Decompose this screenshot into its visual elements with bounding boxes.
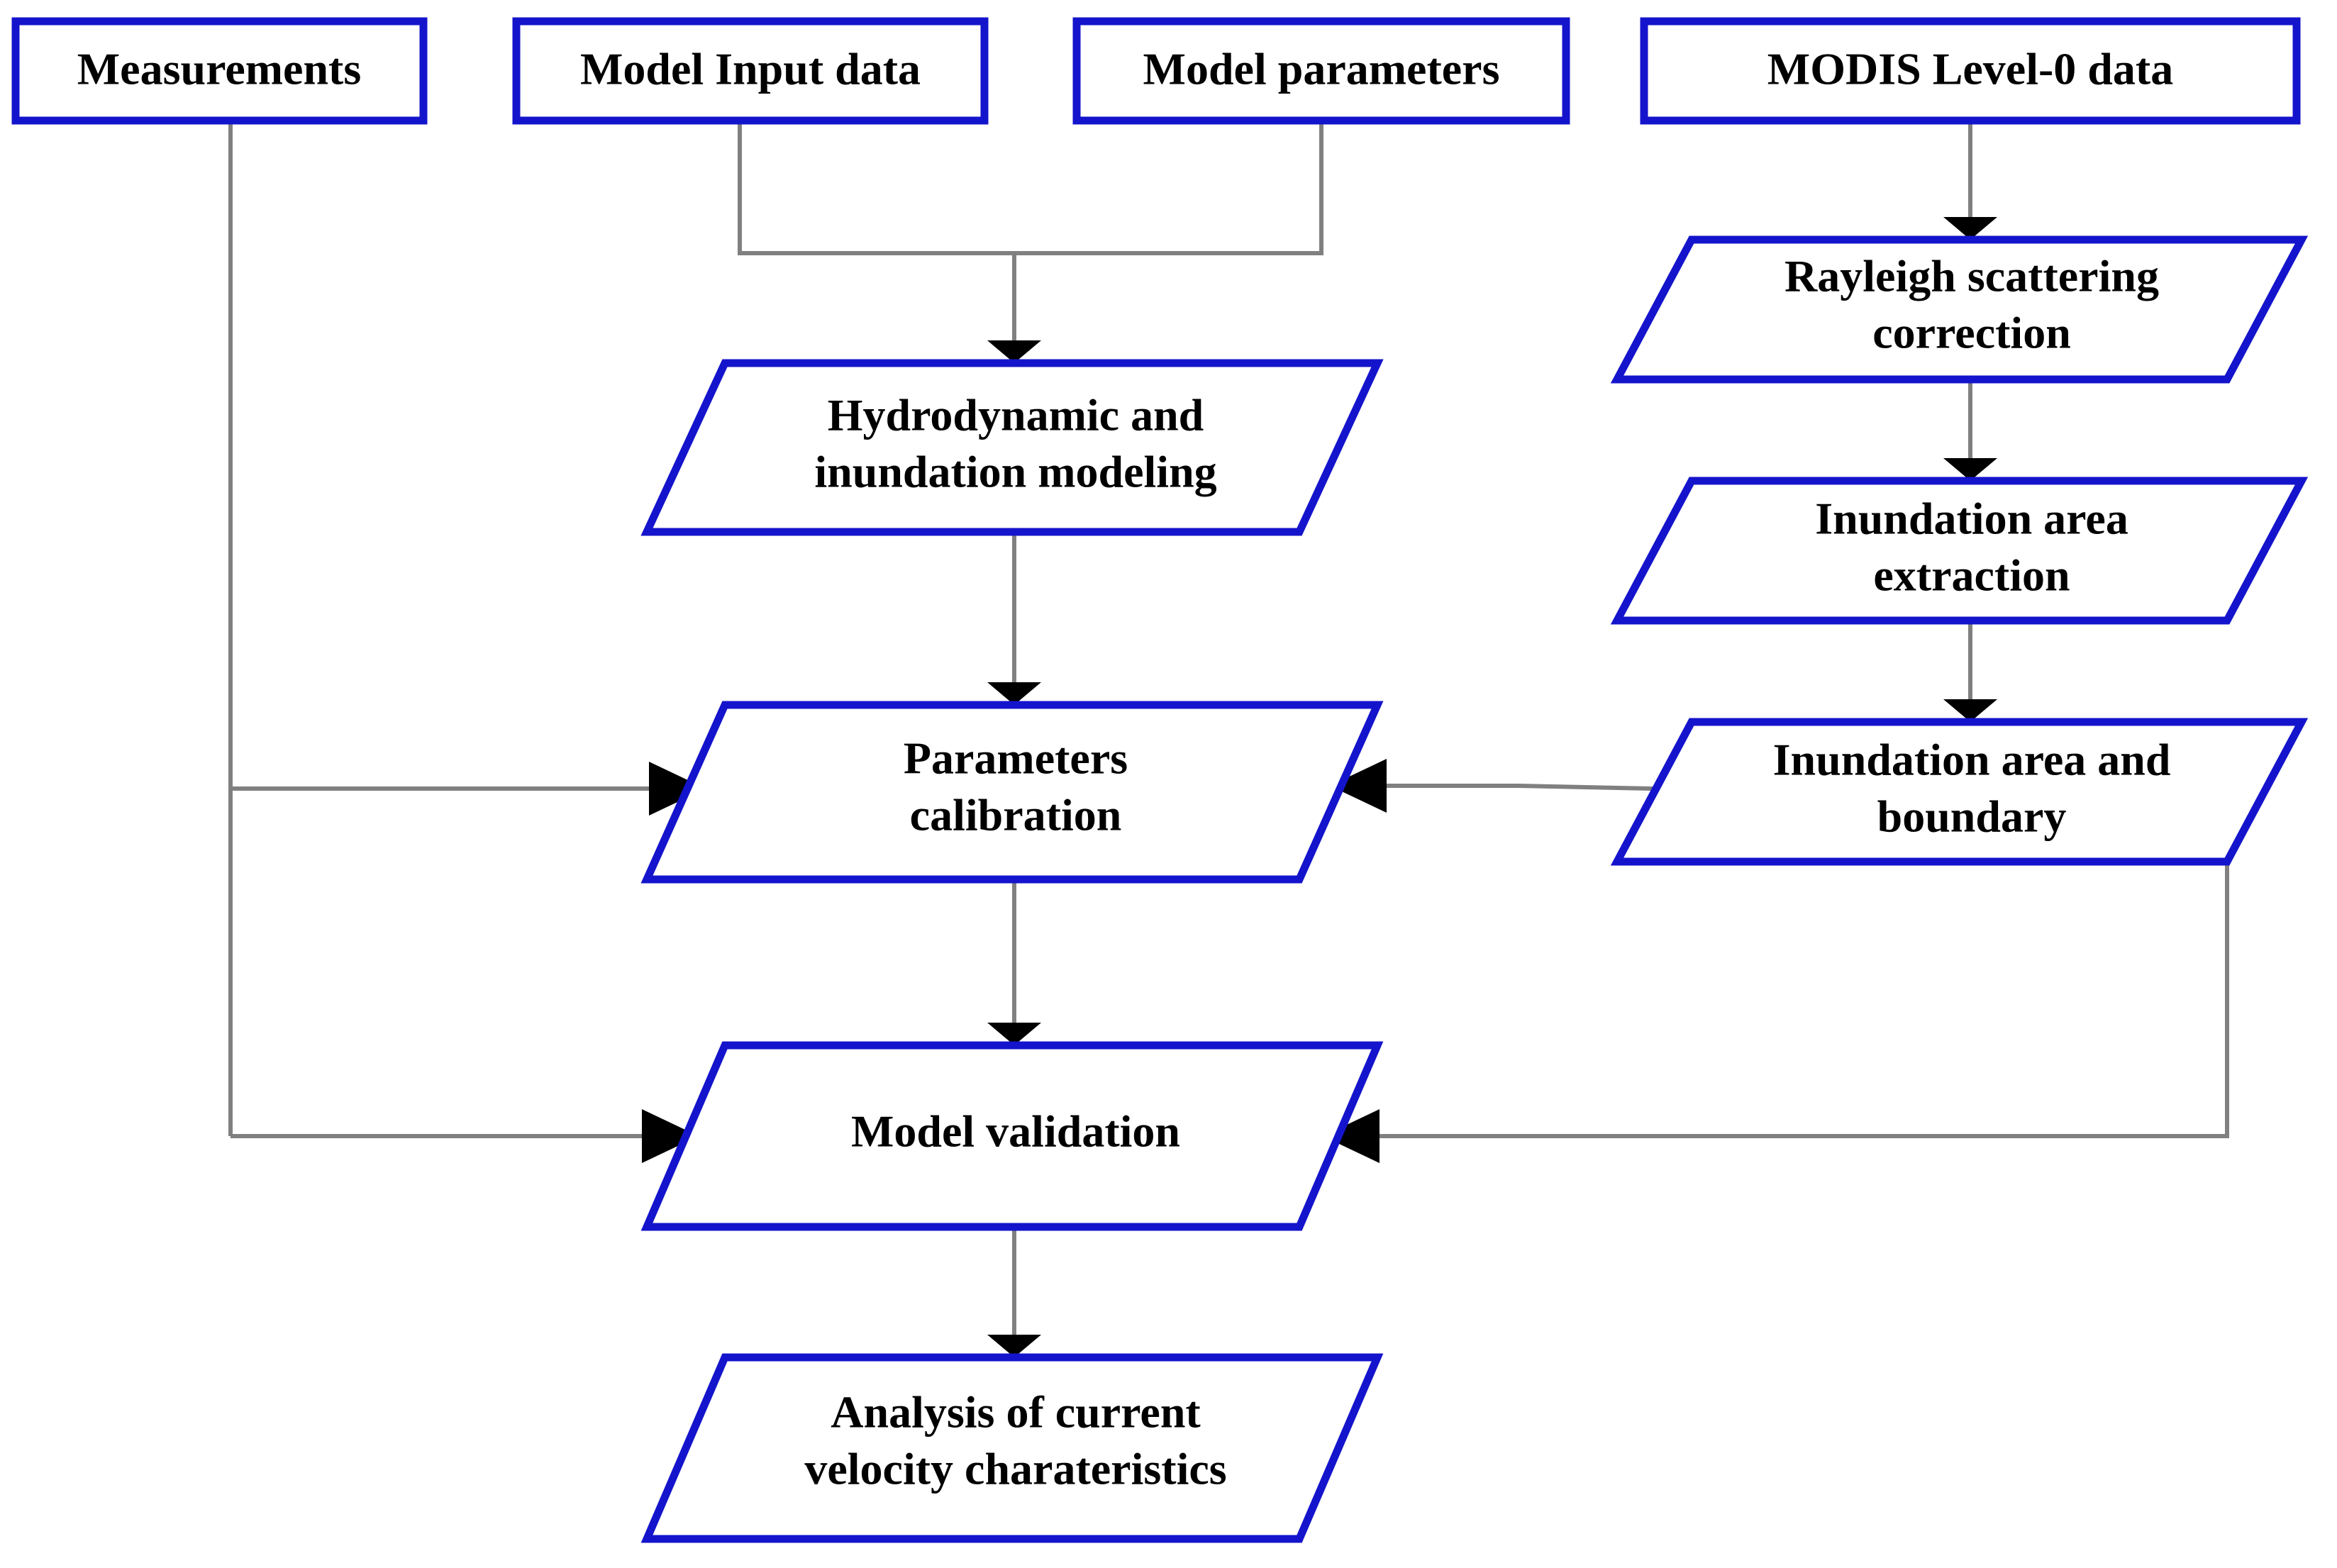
measurements-label: Measurements bbox=[77, 44, 362, 94]
modis-level0-data-label: MODIS Level-0 data bbox=[1767, 44, 2173, 94]
arrowhead-hydrodynamic-to-calibration bbox=[987, 682, 1041, 705]
inundation-area-extraction-label-line1: Inundation area bbox=[1815, 494, 2128, 544]
connector-layer bbox=[228, 121, 2229, 1357]
arrowhead-calibration-to-validation bbox=[987, 1023, 1041, 1045]
inundation-area-extraction-shape bbox=[1610, 477, 2309, 625]
parameters-calibration-shape bbox=[640, 701, 1384, 884]
node-rayleigh-scattering-correction[interactable]: Rayleigh scattering correction bbox=[1610, 235, 2309, 384]
arrowhead-validation-to-analysis bbox=[987, 1335, 1041, 1357]
arrowhead-merge-to-hydrodynamic bbox=[987, 340, 1041, 363]
hydrodynamic-inundation-modeling-label-line2: inundation modeling bbox=[814, 447, 1216, 497]
node-modis-level0-data[interactable]: MODIS Level-0 data bbox=[1640, 17, 2301, 125]
inundation-area-boundary-label-line2: boundary bbox=[1877, 791, 2067, 842]
node-analysis-current-velocity[interactable]: Analysis of current velocity charaterist… bbox=[640, 1353, 1384, 1543]
node-model-validation[interactable]: Model validation bbox=[640, 1041, 1384, 1231]
model-parameters-label: Model parameters bbox=[1143, 44, 1500, 94]
arrowhead-extraction-to-boundary bbox=[1943, 699, 1997, 722]
model-input-data-shape bbox=[512, 17, 989, 125]
inundation-area-boundary-shape bbox=[1610, 718, 2309, 866]
model-input-data-label: Model Input data bbox=[580, 44, 921, 94]
rayleigh-scattering-correction-label-line2: correction bbox=[1872, 308, 2071, 358]
rayleigh-scattering-correction-label-line1: Rayleigh scattering bbox=[1784, 251, 2159, 301]
measurements-shape bbox=[11, 17, 428, 125]
node-inundation-area-boundary[interactable]: Inundation area and boundary bbox=[1610, 718, 2309, 866]
arrowhead-measurements-to-validation bbox=[642, 1109, 699, 1163]
model-validation-label: Model validation bbox=[851, 1106, 1180, 1157]
node-model-input-data[interactable]: Model Input data bbox=[512, 17, 989, 125]
parameters-calibration-label-line2: calibration bbox=[910, 790, 1122, 840]
node-measurements[interactable]: Measurements bbox=[11, 17, 428, 125]
model-parameters-shape bbox=[1072, 17, 1570, 125]
node-model-parameters[interactable]: Model parameters bbox=[1072, 17, 1570, 125]
rayleigh-scattering-correction-shape bbox=[1610, 235, 2309, 384]
node-inundation-area-extraction[interactable]: Inundation area extraction bbox=[1610, 477, 2309, 625]
arrowhead-boundary-to-calibration bbox=[1330, 759, 1387, 813]
inundation-area-extraction-label-line2: extraction bbox=[1873, 550, 2070, 601]
arrowhead-rayleigh-to-extraction bbox=[1943, 458, 1997, 481]
node-hydrodynamic-inundation-modeling[interactable]: Hydrodynamic and inundation modeling bbox=[640, 359, 1384, 536]
edge-boundary-to-calibration bbox=[1387, 784, 1653, 791]
arrowhead-modis-to-rayleigh bbox=[1943, 217, 1997, 240]
inundation-area-boundary-label-line1: Inundation area and bbox=[1773, 735, 2171, 785]
modis-level0-data-shape bbox=[1640, 17, 2301, 125]
edge-boundary-to-validation bbox=[1380, 862, 2229, 1138]
analysis-current-velocity-shape bbox=[640, 1353, 1384, 1543]
analysis-current-velocity-label-line1: Analysis of current bbox=[831, 1387, 1201, 1438]
hydrodynamic-inundation-modeling-label-line1: Hydrodynamic and bbox=[828, 390, 1204, 440]
hydrodynamic-inundation-modeling-shape bbox=[640, 359, 1384, 536]
model-validation-shape bbox=[640, 1041, 1384, 1231]
edge-model-inputs-merge bbox=[738, 121, 1323, 255]
node-parameters-calibration[interactable]: Parameters calibration bbox=[640, 701, 1384, 884]
arrowhead-measurements-to-calibration bbox=[649, 762, 706, 816]
parameters-calibration-label-line1: Parameters bbox=[904, 733, 1128, 784]
analysis-current-velocity-label-line2: velocity charateristics bbox=[804, 1444, 1226, 1494]
arrowhead-boundary-to-validation bbox=[1323, 1109, 1380, 1163]
